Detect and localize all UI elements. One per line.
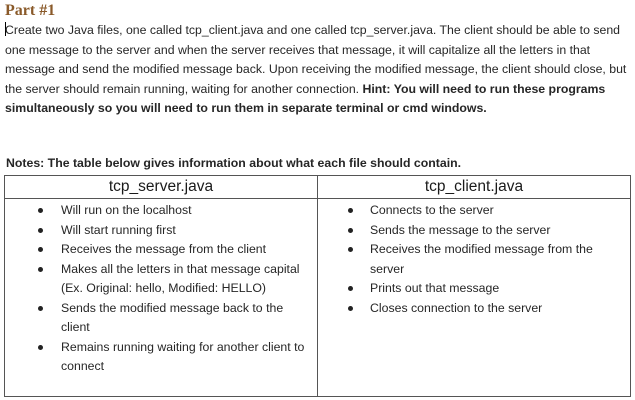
list-item: Will start running first <box>5 221 317 241</box>
file-contents-table: tcp_server.java tcp_client.java Will run… <box>4 175 631 397</box>
list-item: Sends the message to the server <box>318 221 630 241</box>
list-item: Connects to the server <box>318 201 630 221</box>
list-item: Receives the modified message from the s… <box>318 240 630 279</box>
list-item: Sends the modified message back to the c… <box>5 299 317 338</box>
text-cursor <box>5 22 6 36</box>
list-item: Will run on the localhost <box>5 201 317 221</box>
hint-text: Hint: You will need to run these program… <box>5 81 606 116</box>
server-column-header: tcp_server.java <box>4 175 318 199</box>
notes-line: Notes: The table below gives information… <box>6 156 462 170</box>
server-column-cell: Will run on the localhost Will start run… <box>4 198 318 397</box>
table-body-row: Will run on the localhost Will start run… <box>4 198 631 397</box>
list-item: Makes all the letters in that message ca… <box>5 260 317 299</box>
list-item: Prints out that message <box>318 279 630 299</box>
table-header-row: tcp_server.java tcp_client.java <box>4 175 631 199</box>
client-bullet-list: Connects to the server Sends the message… <box>318 201 630 318</box>
server-bullet-list: Will run on the localhost Will start run… <box>5 201 317 377</box>
client-column-cell: Connects to the server Sends the message… <box>317 198 631 397</box>
intro-text: Create two Java files, one called tcp_cl… <box>5 23 627 96</box>
client-column-header: tcp_client.java <box>317 175 631 199</box>
list-item: Receives the message from the client <box>5 240 317 260</box>
list-item: Remains running waiting for another clie… <box>5 338 317 377</box>
part-title: Part #1 <box>5 2 56 19</box>
list-item: Closes connection to the server <box>318 299 630 319</box>
intro-paragraph[interactable]: Create two Java files, one called tcp_cl… <box>5 21 630 119</box>
